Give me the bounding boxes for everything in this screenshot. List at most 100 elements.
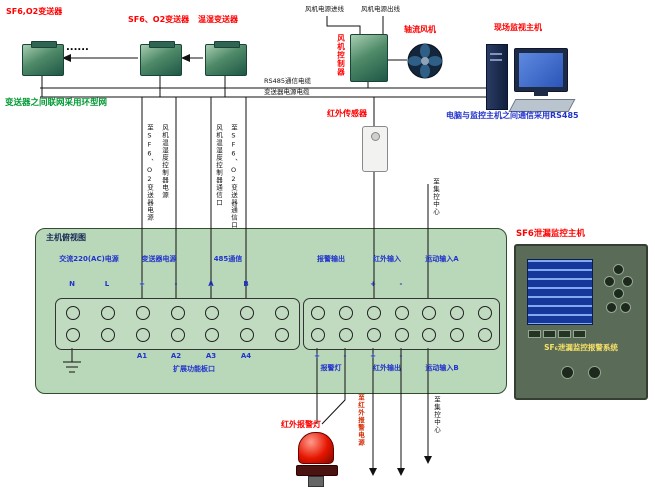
alarm-mount — [308, 476, 324, 487]
panel-key-4 — [573, 330, 586, 338]
vlabel-transmitter-comm: 至SF6、O2变送器通信口 — [229, 124, 238, 229]
label-sf6-monitor-host: SF6泄漏监控主机 — [516, 229, 585, 239]
terminal-column — [415, 299, 443, 349]
label-fan-power-in: 风机电源进线 — [305, 5, 344, 13]
terminal-circle — [338, 327, 353, 342]
label-fan-power-out: 风机电源出线 — [361, 5, 400, 13]
note-pc-rs485: 电脑与监控主机之间通信采用RS485 — [446, 111, 579, 120]
board-title: 主机俯视图 — [46, 233, 86, 242]
terminal-circle — [478, 327, 493, 342]
terminal-column — [332, 299, 360, 349]
ir-sensor-icon — [362, 126, 388, 172]
pin-ir-in-plus: + — [370, 280, 376, 288]
terminal-circle — [205, 306, 220, 321]
sf6-monitor-panel: SF₆泄漏监控报警系统 — [514, 244, 648, 400]
panel-button-extra-2 — [620, 302, 631, 313]
terminal-column — [230, 299, 265, 349]
pin-power-plus: + — [139, 280, 145, 288]
ir-sensor-eye — [370, 132, 380, 141]
terminal-circle — [66, 327, 81, 342]
terminal-column — [304, 299, 332, 349]
label-rs485-cable: RS485通信电缆 — [264, 77, 312, 85]
group-label-alarm-light: 报警灯 — [320, 364, 342, 372]
terminal-circle — [394, 327, 409, 342]
fan-controller-icon — [350, 34, 388, 82]
device-cap — [149, 41, 175, 48]
axial-fan-icon — [407, 43, 443, 79]
label-power-cable: 变送器电源电缆 — [264, 88, 310, 96]
terminal-column — [360, 299, 388, 349]
group-label-motion-input-b: 运动输入B — [425, 364, 459, 372]
pin-l: L — [104, 280, 110, 288]
pin-a1: A1 — [136, 352, 148, 360]
terminal-circle — [101, 327, 116, 342]
terminal-circle — [170, 306, 185, 321]
panel-button-right — [622, 276, 633, 287]
pin-485-b: B — [243, 280, 249, 288]
panel-knob-2 — [588, 366, 601, 379]
computer-monitor — [514, 48, 568, 92]
terminal-circle — [170, 327, 185, 342]
terminal-circle — [135, 327, 150, 342]
vlabel-to-ir-alarm-power: 至红外报警电源 — [356, 394, 365, 447]
group-label-ir-output: 红外输出 — [373, 364, 401, 372]
pin-ir-out-plus: + — [370, 352, 376, 360]
sf6-o2-transmitter-icon-1 — [22, 41, 64, 76]
pin-alarm-light-plus: + — [314, 352, 320, 360]
pin-ir-in-minus: - — [399, 280, 403, 288]
terminal-circle — [422, 327, 437, 342]
terminal-circle — [101, 306, 116, 321]
terminal-column — [160, 299, 195, 349]
note-ring-network: 变送器之间联网采用环型网 — [5, 98, 108, 108]
alarm-base — [296, 465, 338, 476]
terminal-circle — [66, 306, 81, 321]
group-label-motion-input-a: 运动输入A — [425, 255, 459, 263]
terminal-circle — [205, 327, 220, 342]
alarm-dome — [298, 432, 334, 464]
terminal-circle — [338, 306, 353, 321]
label-ir-alarm-light: 红外报警灯 — [281, 420, 321, 429]
computer-tower — [486, 44, 508, 110]
pin-n: N — [69, 280, 75, 288]
panel-title: SF₆泄漏监控报警系统 — [544, 343, 618, 352]
device-cap — [31, 41, 57, 48]
terminal-circle — [366, 306, 381, 321]
terminal-circle — [422, 306, 437, 321]
terminal-column — [264, 299, 299, 349]
site-monitor-computer-icon — [486, 40, 590, 114]
sf6-o2-transmitter-icon-2 — [140, 41, 182, 76]
device-cap — [214, 41, 240, 48]
label-fan-controller: 风机控制器 — [336, 34, 346, 77]
group-label-ir-input: 红外输入 — [373, 255, 401, 263]
label-site-monitor-host: 现场监视主机 — [494, 23, 542, 32]
terminal-circle — [478, 306, 493, 321]
terminal-column — [56, 299, 91, 349]
group-label-485: 485通信 — [213, 255, 243, 263]
terminal-column — [443, 299, 471, 349]
terminal-circle — [239, 306, 254, 321]
ir-alarm-light-icon — [296, 432, 338, 487]
pin-a2: A2 — [170, 352, 182, 360]
terminal-strip-right — [303, 298, 500, 350]
ellipsis-text: ...... — [66, 42, 89, 53]
panel-key-1 — [528, 330, 541, 338]
panel-button-up — [613, 264, 624, 275]
terminal-circle — [274, 306, 289, 321]
terminal-column — [388, 299, 416, 349]
panel-button-left — [604, 276, 615, 287]
vlabel-to-control-center-bottom: 至集控中心 — [432, 396, 441, 434]
panel-screen — [527, 259, 593, 325]
panel-button-down — [613, 288, 624, 299]
label-transmitter-2: SF6、O2变送器 — [128, 15, 190, 24]
terminal-strip-left — [55, 298, 300, 350]
pin-alarm-light-minus: - — [343, 352, 347, 360]
pin-a3: A3 — [205, 352, 217, 360]
tower-slot — [490, 53, 502, 55]
terminal-circle — [274, 327, 289, 342]
group-label-transmitter-power: 变送器电源 — [141, 255, 177, 263]
label-ir-sensor: 红外传感器 — [327, 109, 367, 118]
group-label-ac-power: 交流220(AC)电源 — [59, 255, 119, 263]
terminal-circle — [366, 327, 381, 342]
